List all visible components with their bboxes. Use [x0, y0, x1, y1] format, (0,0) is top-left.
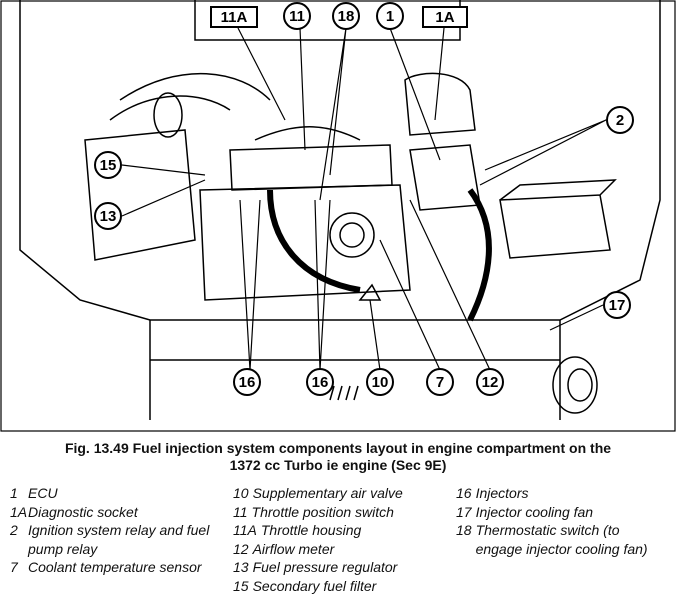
legend-number: 13 [233, 559, 249, 575]
legend-text: Supplementary air valve [252, 485, 403, 501]
legend-number: 18 [456, 522, 472, 538]
legend-text: Injectors [475, 485, 529, 501]
legend-text: Throttle housing [260, 522, 362, 538]
callout-13: 13 [94, 202, 122, 230]
callout-11: 11 [283, 2, 311, 30]
callout-12: 12 [476, 368, 504, 396]
legend-number: 15 [233, 577, 249, 594]
legend-number: 1A [10, 503, 28, 520]
legend-text: Ignition system relay and fuel pump rela… [28, 522, 210, 557]
callout-1: 1 [376, 2, 404, 30]
callout-16-right: 16 [306, 368, 334, 396]
legend-number: 17 [456, 503, 472, 520]
legend-text: Secondary fuel filter [252, 577, 377, 594]
legend-number: 2 [10, 522, 18, 538]
legend-number: 10 [233, 485, 249, 501]
engine-line-drawing [0, 0, 676, 432]
legend-number: 7 [10, 559, 18, 575]
legend-item: 2 Ignition system relay and fuel pump rel… [10, 521, 225, 558]
callout-1a: 1A [422, 6, 468, 28]
legend-number: 16 [456, 485, 472, 501]
callout-15: 15 [94, 151, 122, 179]
legend-number: 1 [10, 485, 18, 501]
engine-compartment-diagram: 11A 11 18 1 1A 2 15 13 17 16 16 10 7 12 [0, 0, 676, 432]
callout-10: 10 [366, 368, 394, 396]
legend-item: 1 ECU [10, 484, 225, 503]
figure-caption: Fig. 13.49 Fuel injection system compone… [0, 440, 676, 474]
legend-text: Airflow meter [252, 540, 335, 557]
legend-text: Diagnostic socket [28, 503, 138, 520]
callout-17: 17 [603, 291, 631, 319]
caption-line-1: Fig. 13.49 Fuel injection system compone… [64, 440, 612, 456]
callout-7: 7 [426, 368, 454, 396]
legend-text: ECU [28, 485, 58, 501]
legend-text: Thermostatic switch (to engage injector … [475, 522, 648, 557]
legend-item: 7 Coolant temperature sensor [10, 558, 225, 577]
legend-text: Injector cooling fan [475, 503, 594, 520]
caption-line-2: 1372 cc Turbo ie engine (Sec 9E) [229, 457, 447, 473]
legend-number: 11A [233, 522, 257, 538]
legend-text: Throttle position switch [251, 503, 394, 520]
callout-2: 2 [606, 106, 634, 134]
legend-number: 12 [233, 540, 249, 557]
legend-number: 11 [233, 503, 248, 520]
callout-11a: 11A [210, 6, 258, 28]
callout-16-left: 16 [233, 368, 261, 396]
legend-text: Fuel pressure regulator [252, 559, 398, 575]
callout-18: 18 [332, 2, 360, 30]
legend-text: Coolant temperature sensor [28, 559, 202, 575]
